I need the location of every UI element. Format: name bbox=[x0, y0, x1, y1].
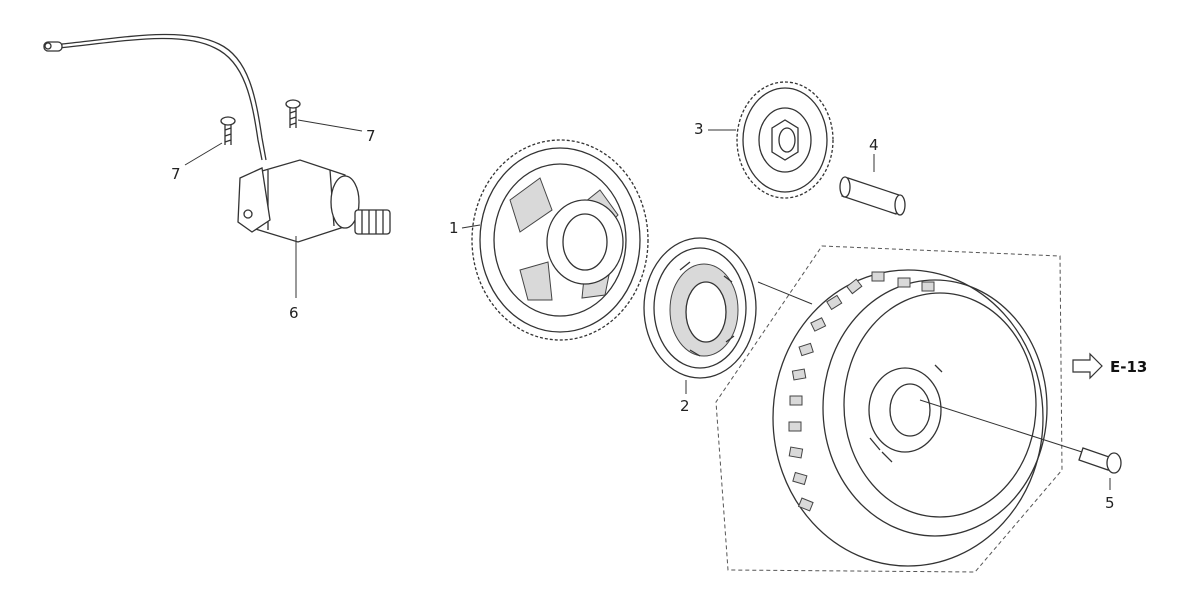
motor-shaft bbox=[354, 209, 391, 235]
reference-pointer: E-13 bbox=[1072, 352, 1147, 380]
rotor-slots bbox=[788, 271, 935, 512]
leader-1 bbox=[461, 224, 481, 229]
rotor-hub bbox=[868, 367, 942, 453]
rotor-rim bbox=[822, 279, 1048, 537]
rotor-inner bbox=[843, 292, 1037, 518]
starter-gear-large bbox=[471, 139, 649, 341]
one-way-clutch bbox=[643, 237, 757, 379]
bolt-head bbox=[1106, 452, 1122, 474]
assembly-boundary bbox=[715, 245, 1063, 573]
shaft-end-a bbox=[839, 176, 851, 198]
gear-hub bbox=[546, 199, 624, 285]
callout-3: 3 bbox=[694, 120, 704, 138]
callout-2: 2 bbox=[680, 397, 690, 415]
idle-gear-bore bbox=[778, 127, 796, 153]
rotor-hub-bore bbox=[889, 383, 931, 437]
leader-7a bbox=[184, 142, 223, 166]
shaft-splines bbox=[361, 210, 384, 234]
idle-gear-face bbox=[758, 107, 812, 173]
starter-wire bbox=[57, 37, 263, 161]
gear-hub-bore bbox=[562, 213, 608, 271]
idle-gear-hub bbox=[771, 119, 799, 161]
screw-left bbox=[220, 116, 236, 145]
gear-window-3 bbox=[519, 261, 553, 301]
gear-inner-rim bbox=[493, 163, 627, 317]
idle-gear-shaft bbox=[839, 176, 906, 216]
flange-hole bbox=[243, 209, 253, 219]
rotor-hub-marks bbox=[869, 364, 943, 463]
callout-leaders bbox=[184, 119, 1111, 490]
clutch-inner-ring bbox=[653, 247, 747, 369]
shaft-end-b bbox=[894, 194, 906, 216]
screw-right bbox=[285, 99, 301, 128]
flywheel-rotor bbox=[715, 245, 1063, 573]
terminal-eye bbox=[44, 42, 52, 50]
gear-window-1 bbox=[509, 177, 553, 233]
reference-label: E-13 bbox=[1110, 358, 1147, 376]
callout-5: 5 bbox=[1105, 494, 1115, 512]
clutch-roller-marks bbox=[679, 261, 735, 357]
starter-wire-outline bbox=[61, 33, 267, 161]
rotor-bolt bbox=[1078, 447, 1122, 474]
clutch-bore bbox=[685, 281, 727, 343]
starter-motor bbox=[43, 33, 391, 243]
callout-1: 1 bbox=[449, 219, 459, 237]
callout-6: 6 bbox=[289, 304, 299, 322]
shaft-body bbox=[841, 177, 903, 215]
callout-7-right: 7 bbox=[366, 127, 376, 145]
idle-gear bbox=[736, 81, 834, 199]
assembly-lines bbox=[757, 281, 1083, 453]
bolt-shank bbox=[1078, 447, 1113, 471]
right-arrow-icon bbox=[1072, 352, 1103, 380]
callout-4: 4 bbox=[869, 136, 879, 154]
motor-endcap bbox=[330, 175, 360, 229]
callout-7-left: 7 bbox=[171, 165, 181, 183]
leader-7b bbox=[297, 119, 363, 132]
